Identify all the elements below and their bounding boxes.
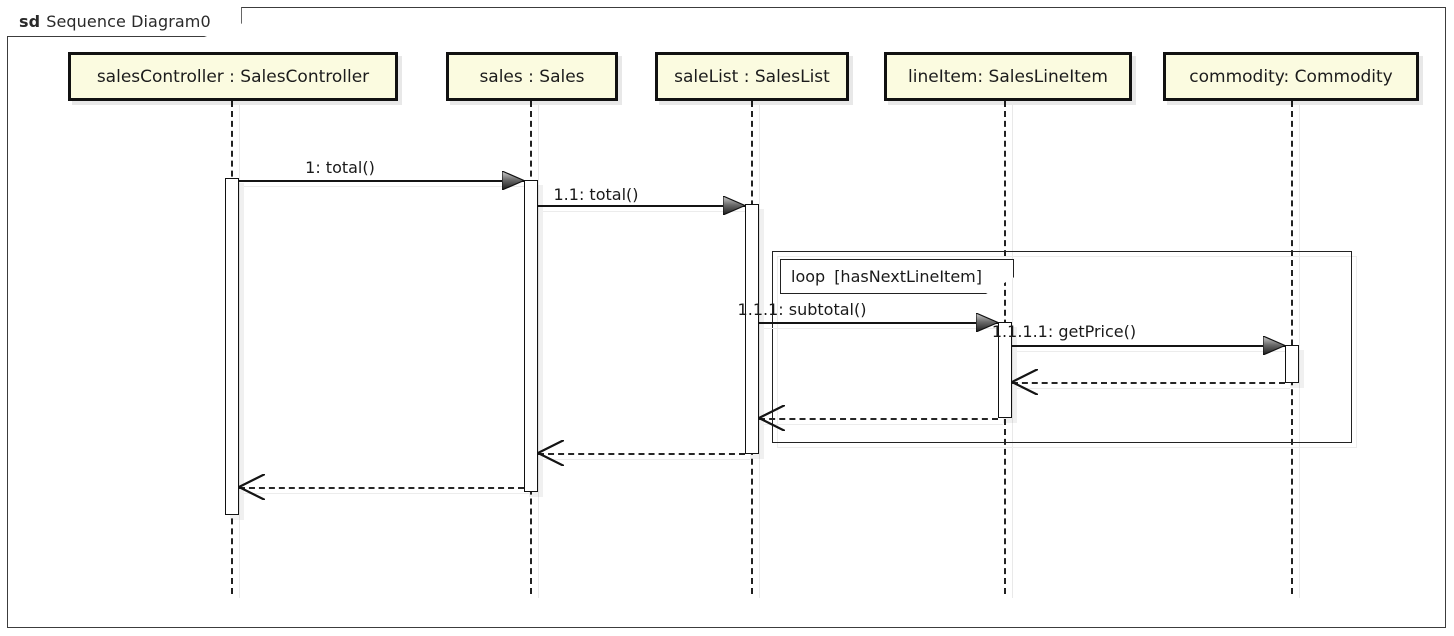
fragment-guard: [hasNextLineItem] <box>834 267 982 286</box>
fragment-operator: loop <box>791 267 826 286</box>
activation-bar-salesController[interactable] <box>225 178 239 515</box>
message-shadow-r4 <box>244 493 529 494</box>
message-shadow-m1-1-1 <box>764 328 1003 329</box>
message-call-m1-1[interactable] <box>538 205 745 207</box>
diagram-title-tab: sd Sequence Diagram0 <box>7 7 242 37</box>
message-shadow-m1 <box>244 186 529 187</box>
fragment-operator-tab: loop [hasNextLineItem] <box>780 259 1014 294</box>
message-shadow-r1 <box>1017 388 1290 389</box>
message-return-r1[interactable] <box>1012 382 1285 384</box>
message-return-r4[interactable] <box>239 487 524 489</box>
activation-bar-sales[interactable] <box>524 180 538 492</box>
lifeline-head-saleList[interactable]: saleList : SalesList <box>655 52 849 101</box>
lifeline-label: saleList : SalesList <box>674 66 830 87</box>
message-call-m1-1-1-1[interactable] <box>1012 345 1285 347</box>
message-shadow-r2 <box>764 424 1003 425</box>
message-shadow-m1-1-1-1 <box>1017 351 1290 352</box>
message-call-m1[interactable] <box>239 180 524 182</box>
activation-bar-commodity[interactable] <box>1285 345 1299 383</box>
lifeline-shadow-sales <box>538 105 539 598</box>
lifeline-shadow-saleList <box>759 105 760 598</box>
lifeline-head-salesController[interactable]: salesController : SalesController <box>68 52 398 101</box>
lifeline-label: commodity: Commodity <box>1189 66 1393 87</box>
message-label-m1-1-1: 1.1.1: subtotal() <box>737 300 867 319</box>
lifeline-label: sales : Sales <box>479 66 585 87</box>
message-label-m1-1-1-1: 1.1.1.1: getPrice() <box>991 322 1137 341</box>
message-shadow-r3 <box>543 459 750 460</box>
lifeline-head-sales[interactable]: sales : Sales <box>446 52 618 101</box>
message-return-r2[interactable] <box>759 418 998 420</box>
message-call-m1-1-1[interactable] <box>759 322 998 324</box>
activation-bar-saleList[interactable] <box>745 204 759 454</box>
diagram-kind-keyword: sd <box>19 12 41 31</box>
lifeline-head-commodity[interactable]: commodity: Commodity <box>1163 52 1419 101</box>
message-shadow-m1-1 <box>543 211 750 212</box>
activation-bar-lineItem[interactable] <box>998 322 1012 418</box>
lifeline-shadow-commodity <box>1299 105 1300 598</box>
message-label-m1-1: 1.1: total() <box>553 185 639 204</box>
diagram-title: Sequence Diagram0 <box>46 12 211 31</box>
lifeline-label: lineItem: SalesLineItem <box>908 66 1108 87</box>
loop-fragment-loop[interactable] <box>772 251 1352 443</box>
lifeline-label: salesController : SalesController <box>96 66 370 87</box>
fragment-shadow <box>777 256 1357 448</box>
message-label-m1: 1: total() <box>305 158 375 177</box>
lifeline-shadow-salesController <box>239 105 240 598</box>
lifeline-shadow-lineItem <box>1012 105 1013 598</box>
diagram-frame <box>7 7 1446 628</box>
lifeline-head-lineItem[interactable]: lineItem: SalesLineItem <box>884 52 1132 101</box>
message-return-r3[interactable] <box>538 453 745 455</box>
